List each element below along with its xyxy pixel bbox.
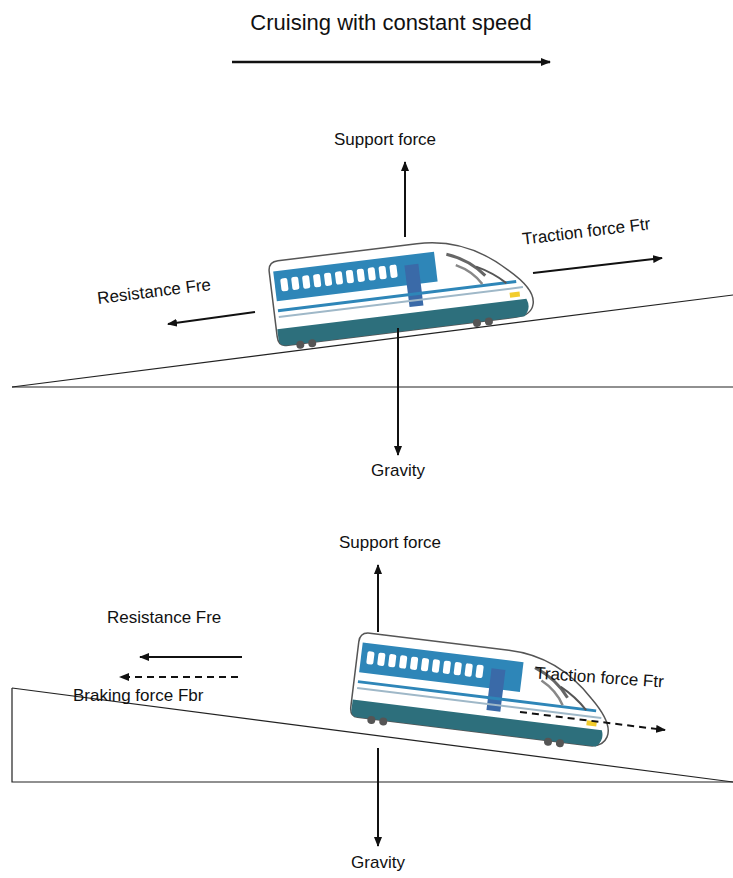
force-label: Braking force Fbr <box>73 686 203 706</box>
title: Cruising with constant speed <box>250 10 531 36</box>
force-label: Resistance Fre <box>107 608 221 628</box>
force-label: Traction force Ftr <box>521 214 651 250</box>
force-label: Gravity <box>371 461 425 481</box>
force-label: Resistance Fre <box>96 275 212 309</box>
force-label: Gravity <box>351 853 405 873</box>
force-label: Support force <box>339 533 441 553</box>
force-label: Support force <box>334 130 436 150</box>
